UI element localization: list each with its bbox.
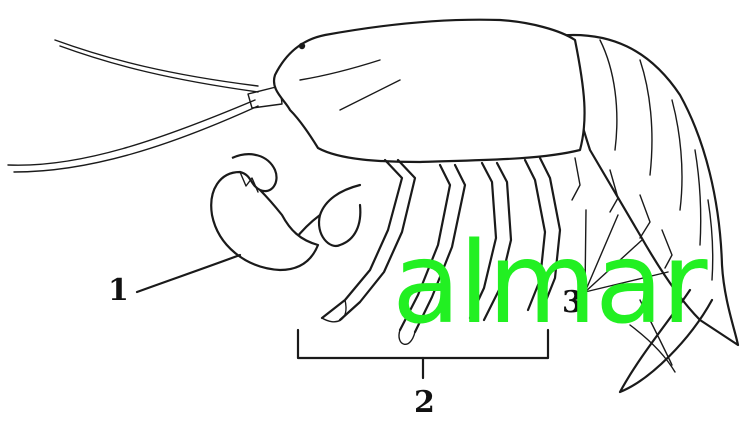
leader-line-1 [137, 255, 240, 292]
claw [211, 154, 360, 270]
watermark-text: almar [392, 228, 740, 340]
callout-label-1: 1 [108, 276, 129, 306]
antenna-upper [55, 40, 258, 92]
callout-label-2: 2 [414, 388, 435, 418]
eye-icon [299, 43, 305, 49]
carapace [274, 20, 585, 162]
